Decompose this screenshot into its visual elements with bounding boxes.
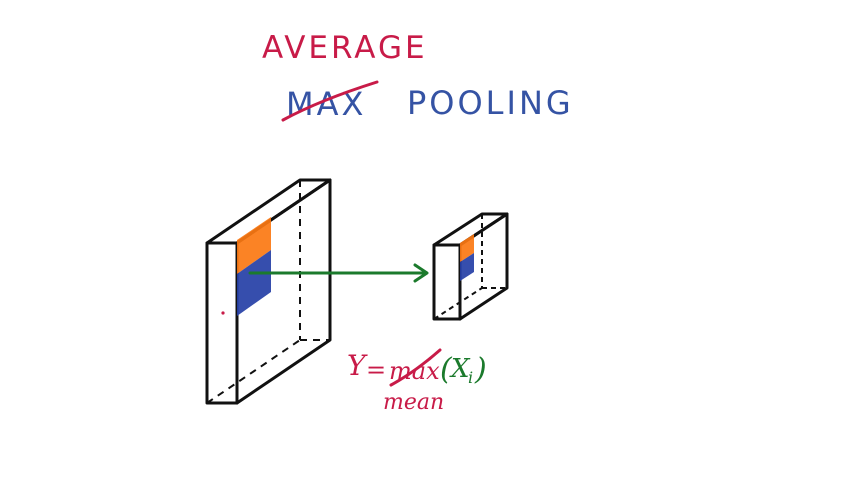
- formula-equals: =: [366, 356, 386, 384]
- output-patch-blue: [460, 253, 474, 281]
- formula-close-paren: ): [474, 352, 487, 387]
- max-strikethrough: [281, 80, 379, 122]
- output-patch-orange: [460, 234, 474, 262]
- output-volume-right-face: [458, 212, 509, 321]
- formula: Y = max ( X i ) mean: [347, 348, 487, 415]
- input-dot: [221, 311, 225, 315]
- formula-strikethrough: [389, 348, 442, 387]
- title-pooling: POOLING: [407, 84, 574, 122]
- formula-subscript: i: [468, 368, 473, 387]
- title-average: AVERAGE: [262, 30, 428, 66]
- input-volume-front-face: [205, 241, 239, 405]
- pooling-arrow-head: [413, 263, 429, 283]
- output-volume: [432, 212, 509, 321]
- title-max-struck: MAX: [281, 80, 379, 123]
- input-patch-blue: [237, 250, 271, 316]
- pooling-arrow: [248, 263, 429, 283]
- input-volume-hidden-edges: [206, 180, 330, 404]
- output-volume-hidden-edges: [433, 214, 507, 320]
- formula-open-paren: (: [440, 352, 453, 387]
- output-volume-front-face: [432, 243, 462, 321]
- input-volume: [205, 178, 332, 405]
- input-patch-orange: [237, 217, 271, 274]
- formula-var: X: [449, 354, 471, 384]
- formula-lhs: Y: [347, 349, 368, 382]
- formula-replacement: mean: [383, 390, 444, 415]
